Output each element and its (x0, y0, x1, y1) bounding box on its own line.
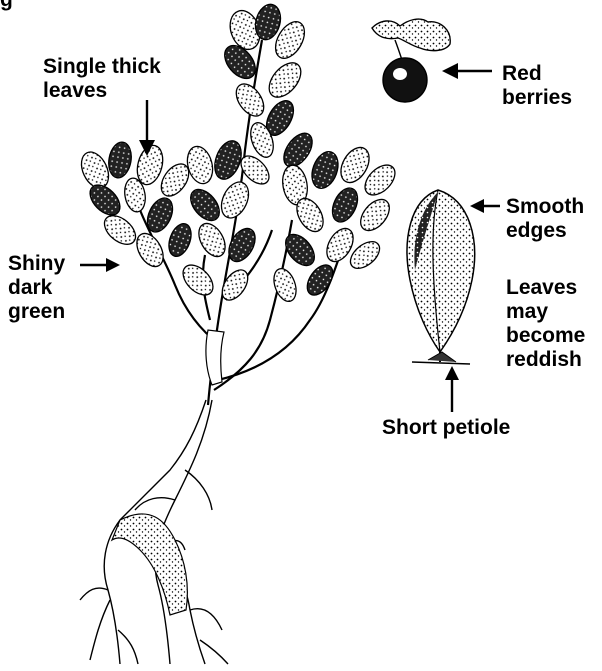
label-line: reddish (506, 348, 585, 372)
leaf-cluster-left (76, 140, 195, 271)
label-line: Shiny (8, 252, 65, 276)
label-line: Leaves (506, 276, 585, 300)
stem-sheath (206, 330, 224, 385)
label-line: Smooth (506, 195, 584, 219)
label-line: leaves (43, 79, 161, 103)
root-crown (112, 514, 187, 615)
berry-illustration (372, 19, 450, 102)
label-line: Red (502, 62, 572, 86)
label-short-petiole: Short petiole (382, 416, 510, 440)
single-leaf-illustration (407, 190, 475, 364)
leaf-cluster-right (270, 143, 401, 305)
label-single-thick-leaves: Single thick leaves (43, 55, 161, 103)
label-line: dark (8, 276, 65, 300)
label-red-berries: Red berries (502, 62, 572, 110)
label-line: green (8, 300, 65, 324)
label-line: berries (502, 86, 572, 110)
label-leaves-reddish: Leaves may become reddish (506, 276, 585, 372)
label-shiny-dark-green: Shiny dark green (8, 252, 65, 324)
label-line: may (506, 300, 585, 324)
label-smooth-edges: Smooth edges (506, 195, 584, 243)
label-line: become (506, 324, 585, 348)
label-line: Single thick (43, 55, 161, 79)
label-line: edges (506, 219, 584, 243)
top-fragment-text: g (0, 0, 13, 12)
